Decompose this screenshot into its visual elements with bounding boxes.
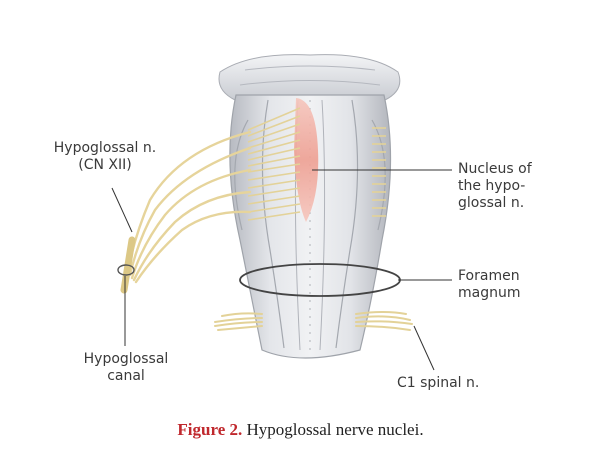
hypoglossal-nerve (120, 130, 252, 294)
label-c1-spinal-nerve: C1 spinal n. (397, 375, 480, 391)
hypoglossal-nucleus (294, 98, 319, 222)
caption-text: Hypoglossal nerve nuclei. (242, 420, 424, 439)
label-hypoglossal-nerve: Hypoglossal n. (CN XII) (53, 140, 157, 173)
pons-cap (218, 54, 401, 101)
c1-spinal-nerves (214, 311, 413, 331)
label-hypoglossal-canal: Hypoglossal canal (83, 351, 169, 384)
label-foramen-magnum: Foramen magnum (458, 268, 521, 301)
leader-lines (111, 169, 452, 371)
caption-prefix: Figure 2. (177, 420, 243, 439)
hypoglossal-canal-ring (117, 264, 135, 276)
label-nucleus-hypoglossal: Nucleus of the hypo- glossal n. (458, 161, 532, 211)
left-rootlets (247, 107, 301, 221)
figure-caption: Figure 2. Hypoglossal nerve nuclei. (0, 420, 601, 440)
right-rootlets (372, 127, 386, 217)
